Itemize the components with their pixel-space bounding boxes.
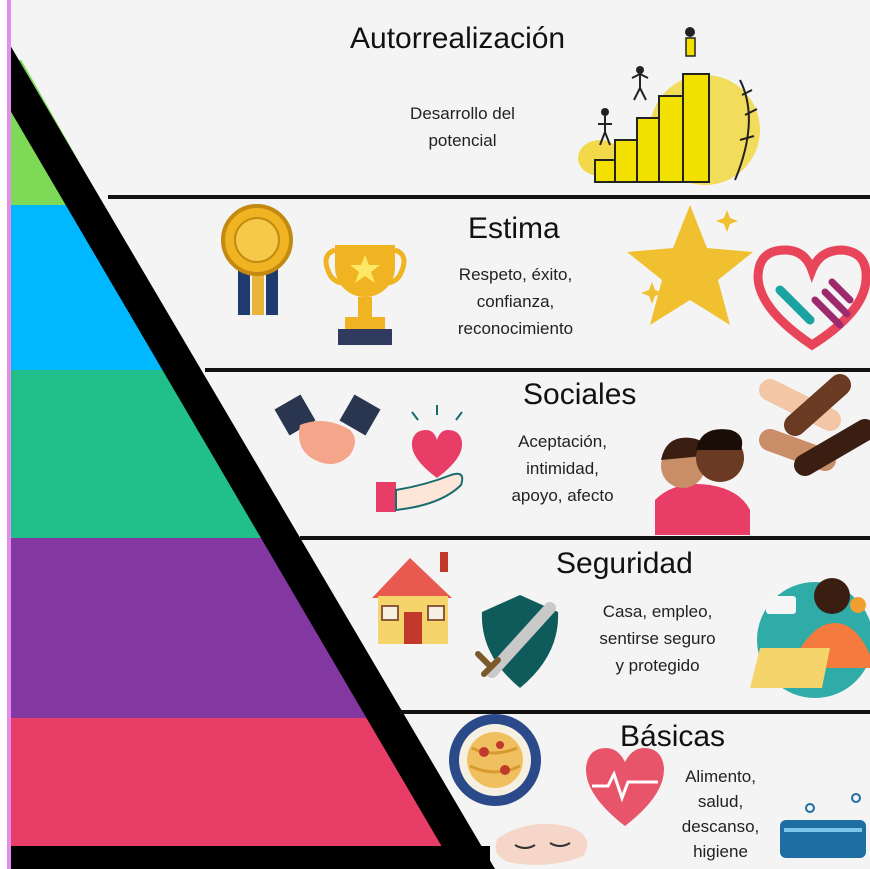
description-line: intimidad, [526, 459, 599, 478]
description-line: Alimento, [685, 767, 756, 786]
star-icon [627, 205, 753, 325]
description-line: confianza, [476, 292, 555, 311]
description-line: potencial [428, 131, 497, 150]
spaghetti-plate-icon [449, 714, 541, 806]
pyramid-base-bar [10, 846, 490, 869]
handshake-icon [274, 394, 381, 464]
level-description-estima: Respeto, éxito, confianza, reconocimient… [428, 261, 603, 342]
heart-handshake-icon [753, 245, 870, 351]
hand-heart-icon [376, 405, 464, 512]
level-description-seguridad: Casa, empleo, sentirse seguro y protegid… [570, 598, 745, 679]
description-line: Aceptación, [518, 432, 607, 451]
person-laptop-icon [750, 578, 870, 698]
level-title-seguridad: Seguridad [556, 547, 693, 580]
description-line: y protegido [615, 656, 700, 675]
shield-icon [475, 595, 559, 688]
medal-icon [221, 204, 293, 315]
level-dividers [108, 195, 870, 714]
level-description-basicas: Alimento, salud, descanso, higiene [668, 764, 773, 864]
description-line: Casa, empleo, [602, 602, 713, 621]
level-description-sociales: Aceptación, intimidad, apoyo, afecto [480, 428, 645, 509]
level-title-autorrealizacion: Autorrealización [350, 22, 566, 55]
house-icon [372, 552, 452, 644]
top-panel-fill [10, 0, 870, 60]
bathtub-icon [780, 793, 866, 858]
accent-strip [7, 0, 11, 869]
pyramid-edge [10, 45, 495, 869]
description-line: Desarrollo del [410, 104, 515, 123]
description-line: descanso, [681, 817, 760, 836]
level-title-basicas: Básicas [620, 720, 726, 753]
stacked-hands-icon [759, 374, 870, 476]
description-line: apoyo, afecto [511, 486, 614, 505]
level-title-sociales: Sociales [523, 378, 637, 411]
stairs-achievement-icon [578, 27, 760, 185]
description-line: sentirse seguro [599, 629, 716, 648]
description-line: reconocimiento [457, 319, 574, 338]
description-line: Respeto, éxito, [458, 265, 573, 284]
level-title-estima: Estima [468, 212, 560, 245]
description-line: higiene [693, 842, 748, 861]
level-description-autorrealizacion: Desarrollo del potencial [380, 100, 545, 154]
sleep-mask-icon [495, 823, 588, 865]
trophy-icon [323, 245, 407, 345]
description-line: salud, [697, 792, 744, 811]
hugging-people-icon [655, 429, 750, 535]
heartbeat-icon [585, 748, 665, 826]
